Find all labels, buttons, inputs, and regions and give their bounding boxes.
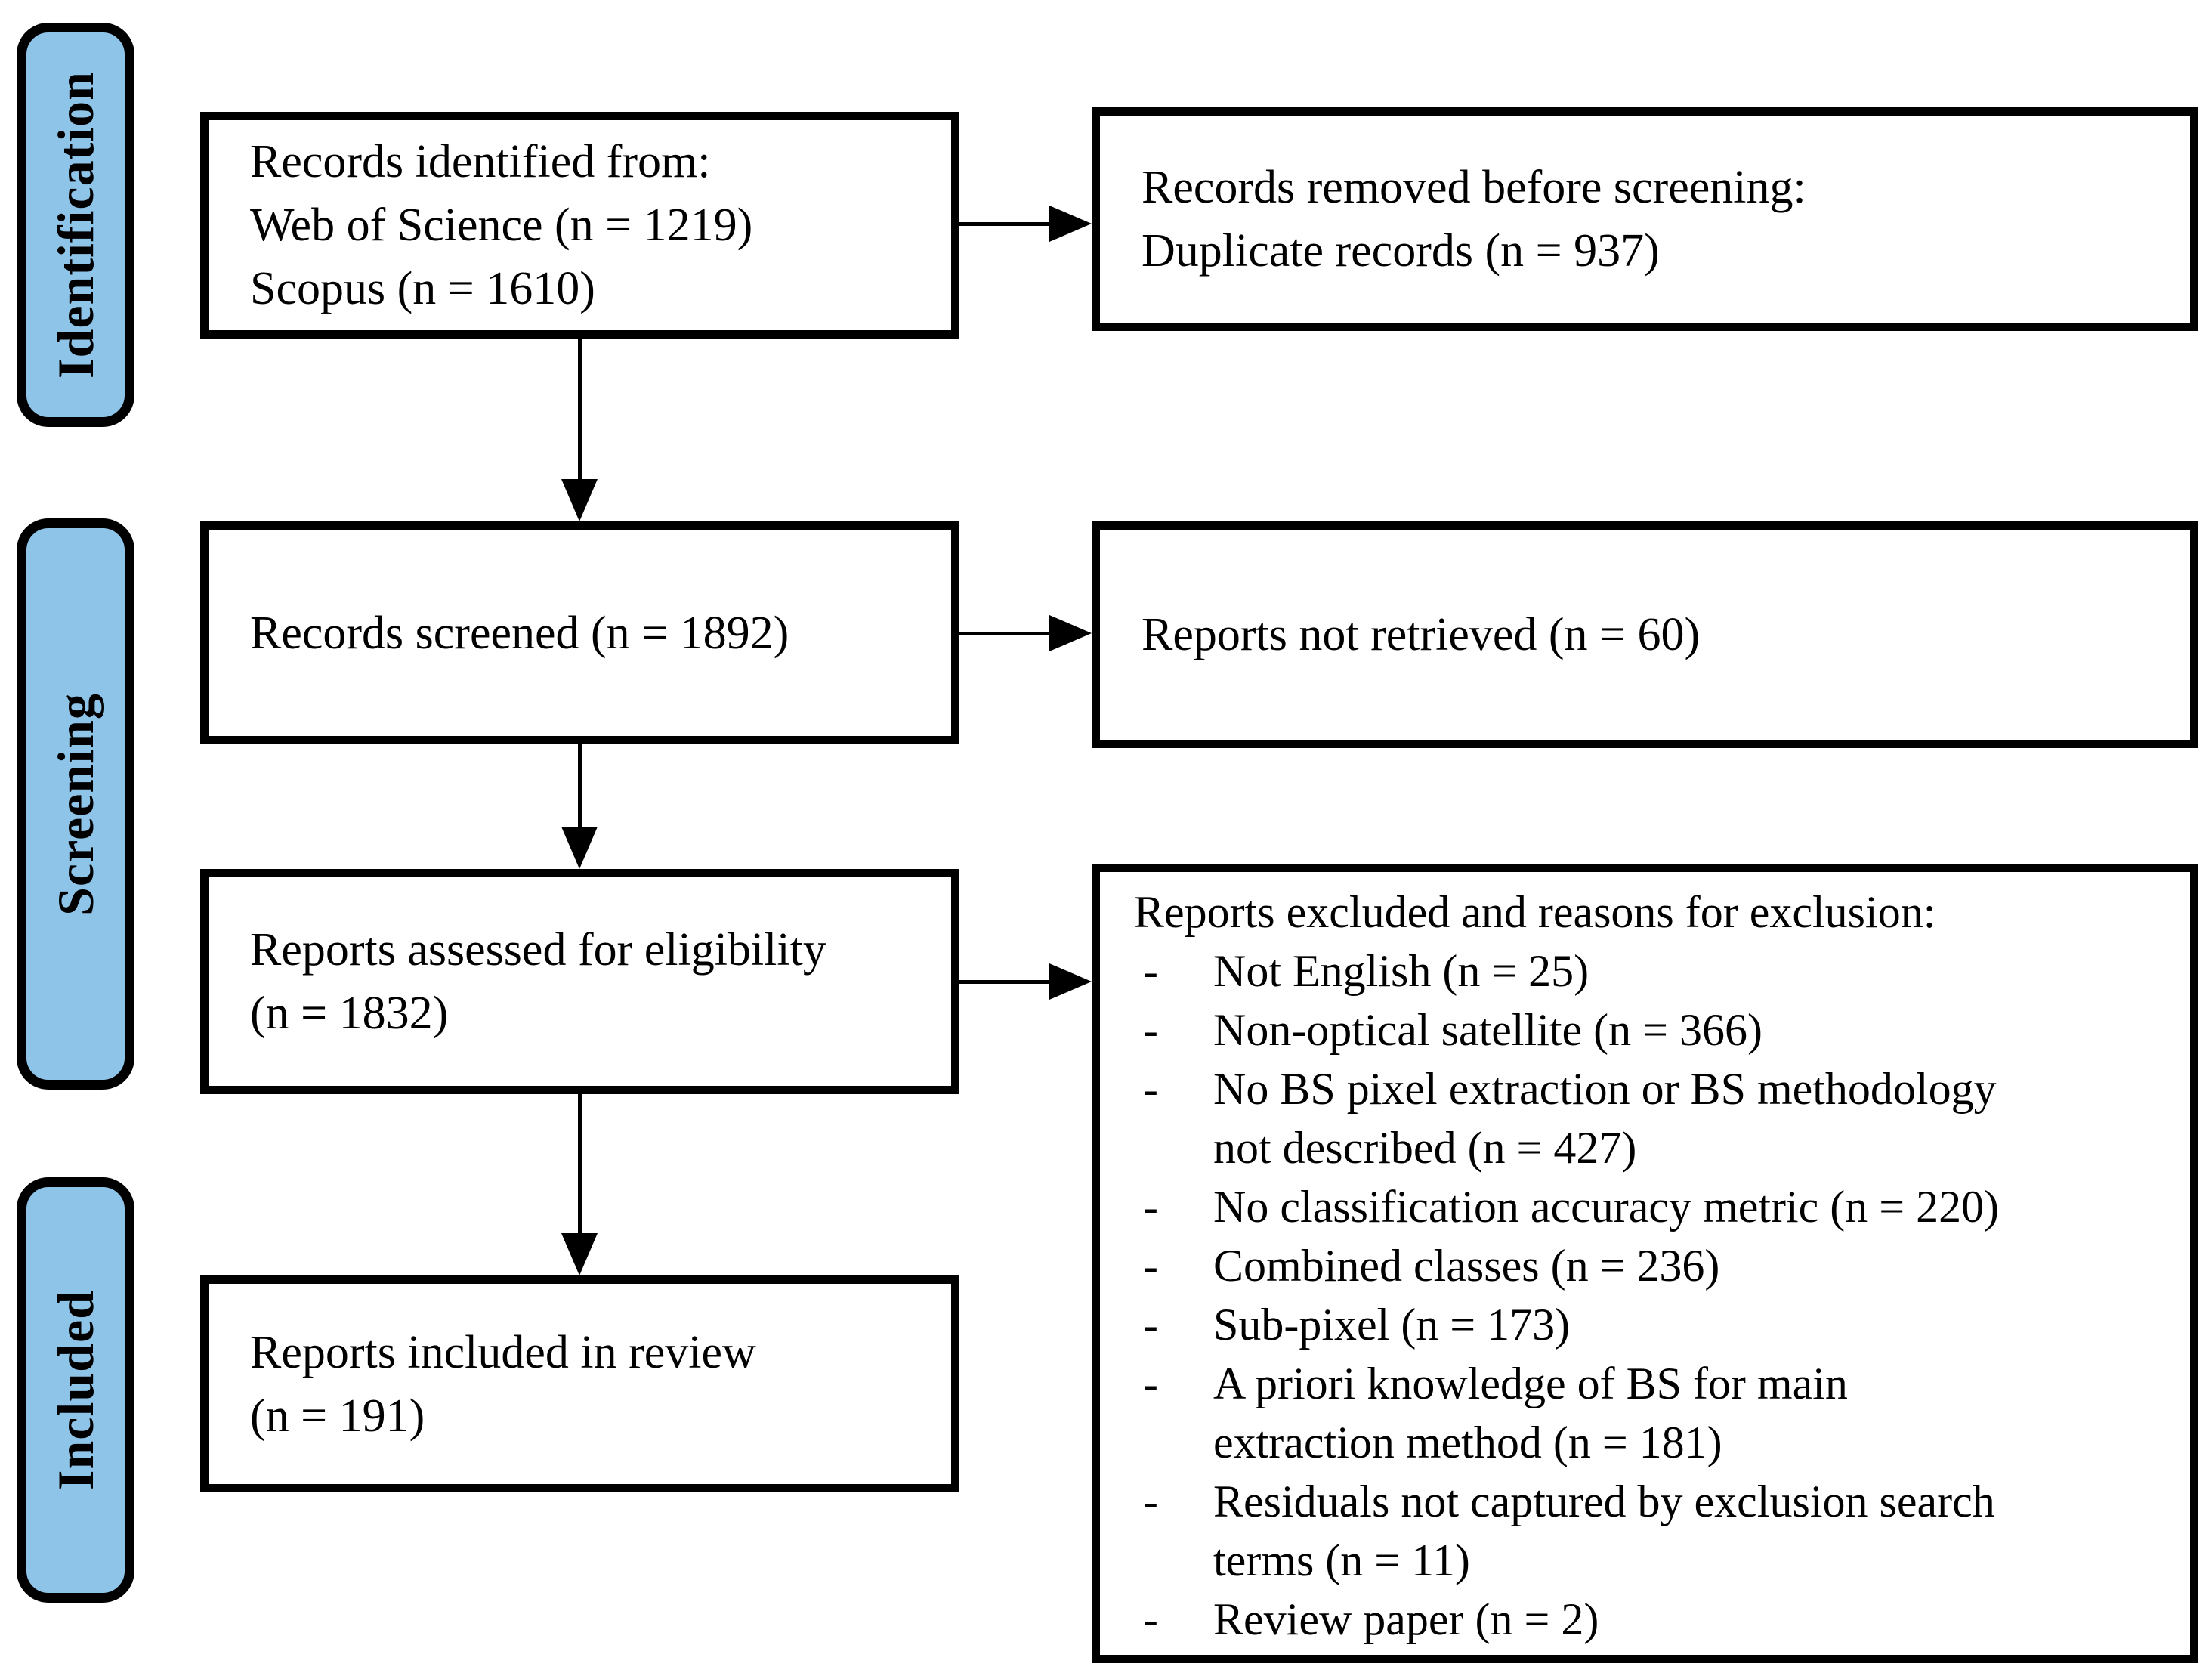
bullet-dash: - [1143, 946, 1158, 996]
box-reports-included: Reports included in review (n = 191) [200, 1275, 959, 1492]
exclusion-reason-line: Review paper (n = 2) [1213, 1594, 1599, 1644]
box-text-line: (n = 191) [250, 1390, 425, 1442]
bullet-dash: - [1143, 1005, 1158, 1055]
exclusion-reason-line: No BS pixel extraction or BS methodology [1213, 1064, 1997, 1114]
box-reports-assessed: Reports assessed for eligibility (n = 18… [200, 869, 959, 1094]
box-reports-not-retrieved: Reports not retrieved (n = 60) [1092, 521, 2198, 748]
arrow-head-screened-to-not-retrieved [1049, 615, 1092, 651]
exclusion-reason-text: Sub-pixel (n = 173) [1213, 1295, 2175, 1354]
exclusion-reason-item: - Residuals not captured by exclusion se… [1134, 1472, 2175, 1590]
box-records-removed: Records removed before screening: Duplic… [1092, 107, 2198, 331]
box-reports-excluded: Reports excluded and reasons for exclusi… [1092, 864, 2198, 1663]
exclusion-reason-text: Review paper (n = 2) [1213, 1590, 2175, 1649]
exclusion-reason-item: - A priori knowledge of BS for main extr… [1134, 1354, 2175, 1472]
arrow-line-identified-to-removed [959, 222, 1052, 226]
box-text-line: Records removed before screening: [1142, 162, 1806, 213]
arrow-head-identified-to-screened [561, 479, 598, 521]
exclusion-reason-line: No classification accuracy metric (n = 2… [1213, 1182, 2000, 1232]
bullet-dash: - [1143, 1182, 1158, 1232]
bullet-dash: - [1143, 1300, 1158, 1350]
exclusion-header: Reports excluded and reasons for exclusi… [1134, 887, 1936, 937]
bullet-dash: - [1143, 1241, 1158, 1291]
exclusion-reason-line: Combined classes (n = 236) [1213, 1241, 1720, 1291]
exclusion-reason-line: A priori knowledge of BS for main [1213, 1359, 1848, 1408]
exclusion-reason-text: A priori knowledge of BS for main extrac… [1213, 1354, 2175, 1472]
arrow-head-assessed-to-excluded [1049, 963, 1092, 1000]
exclusion-reason-text: Residuals not captured by exclusion sear… [1213, 1472, 2175, 1590]
exclusion-reason-line: extraction method (n = 181) [1213, 1418, 1722, 1467]
box-text-line: Duplicate records (n = 937) [1142, 225, 1660, 277]
exclusion-reason-item: - Non-optical satellite (n = 366) [1134, 1000, 2175, 1059]
exclusion-reason-line: terms (n = 11) [1213, 1535, 1470, 1585]
box-text-line: Reports assessed for eligibility [250, 924, 826, 976]
exclusion-reason-line: Not English (n = 25) [1213, 946, 1589, 996]
arrow-head-screened-to-assessed [561, 827, 598, 869]
box-text-line: Reports included in review [250, 1326, 756, 1378]
box-records-screened: Records screened (n = 1892) [200, 521, 959, 744]
exclusion-reason-item: - No classification accuracy metric (n =… [1134, 1177, 2175, 1236]
exclusion-reason-item: - Review paper (n = 2) [1134, 1590, 2175, 1649]
exclusion-reason-text: Not English (n = 25) [1213, 942, 2175, 1000]
arrow-head-identified-to-removed [1049, 206, 1092, 242]
box-text-line: Web of Science (n = 1219) [250, 199, 753, 251]
box-text-line: Records screened (n = 1892) [250, 607, 789, 659]
exclusion-reason-line: Non-optical satellite (n = 366) [1213, 1005, 1762, 1055]
arrow-line-assessed-to-excluded [959, 980, 1052, 984]
box-text-line: (n = 1832) [250, 988, 449, 1039]
exclusion-reason-text: No classification accuracy metric (n = 2… [1213, 1177, 2175, 1236]
arrow-head-assessed-to-included [561, 1233, 598, 1275]
stage-screening: Screening [17, 518, 134, 1090]
bullet-dash: - [1143, 1476, 1158, 1526]
exclusion-reason-text: No BS pixel extraction or BS methodology… [1213, 1059, 2175, 1177]
bullet-dash: - [1143, 1064, 1158, 1114]
arrow-line-identified-to-screened [578, 339, 582, 482]
stage-identification: Identification [17, 23, 134, 427]
bullet-dash: - [1143, 1594, 1158, 1644]
box-text-line: Scopus (n = 1610) [250, 263, 595, 314]
exclusion-reason-line: not described (n = 427) [1213, 1123, 1637, 1173]
exclusion-reason-line: Residuals not captured by exclusion sear… [1213, 1476, 1995, 1526]
exclusion-reason-item: - Combined classes (n = 236) [1134, 1236, 2175, 1295]
stage-included-label: Included [46, 1290, 104, 1490]
stage-screening-label: Screening [46, 692, 104, 916]
arrow-line-assessed-to-included [578, 1094, 582, 1236]
box-text-line: Reports not retrieved (n = 60) [1142, 609, 1701, 660]
arrow-line-screened-to-not-retrieved [959, 632, 1052, 635]
exclusion-reason-text: Combined classes (n = 236) [1213, 1236, 2175, 1295]
exclusion-reason-item: - Sub-pixel (n = 173) [1134, 1295, 2175, 1354]
stage-identification-label: Identification [46, 71, 104, 379]
exclusion-reason-line: Sub-pixel (n = 173) [1213, 1300, 1571, 1350]
bullet-dash: - [1143, 1359, 1158, 1408]
stage-included: Included [17, 1177, 134, 1603]
box-records-identified: Records identified from: Web of Science … [200, 112, 959, 339]
arrow-line-screened-to-assessed [578, 744, 582, 830]
box-text-line: Records identified from: [250, 136, 711, 187]
exclusion-reason-item: - No BS pixel extraction or BS methodolo… [1134, 1059, 2175, 1177]
exclusion-reason-text: Non-optical satellite (n = 366) [1213, 1000, 2175, 1059]
exclusion-reason-item: - Not English (n = 25) [1134, 942, 2175, 1000]
